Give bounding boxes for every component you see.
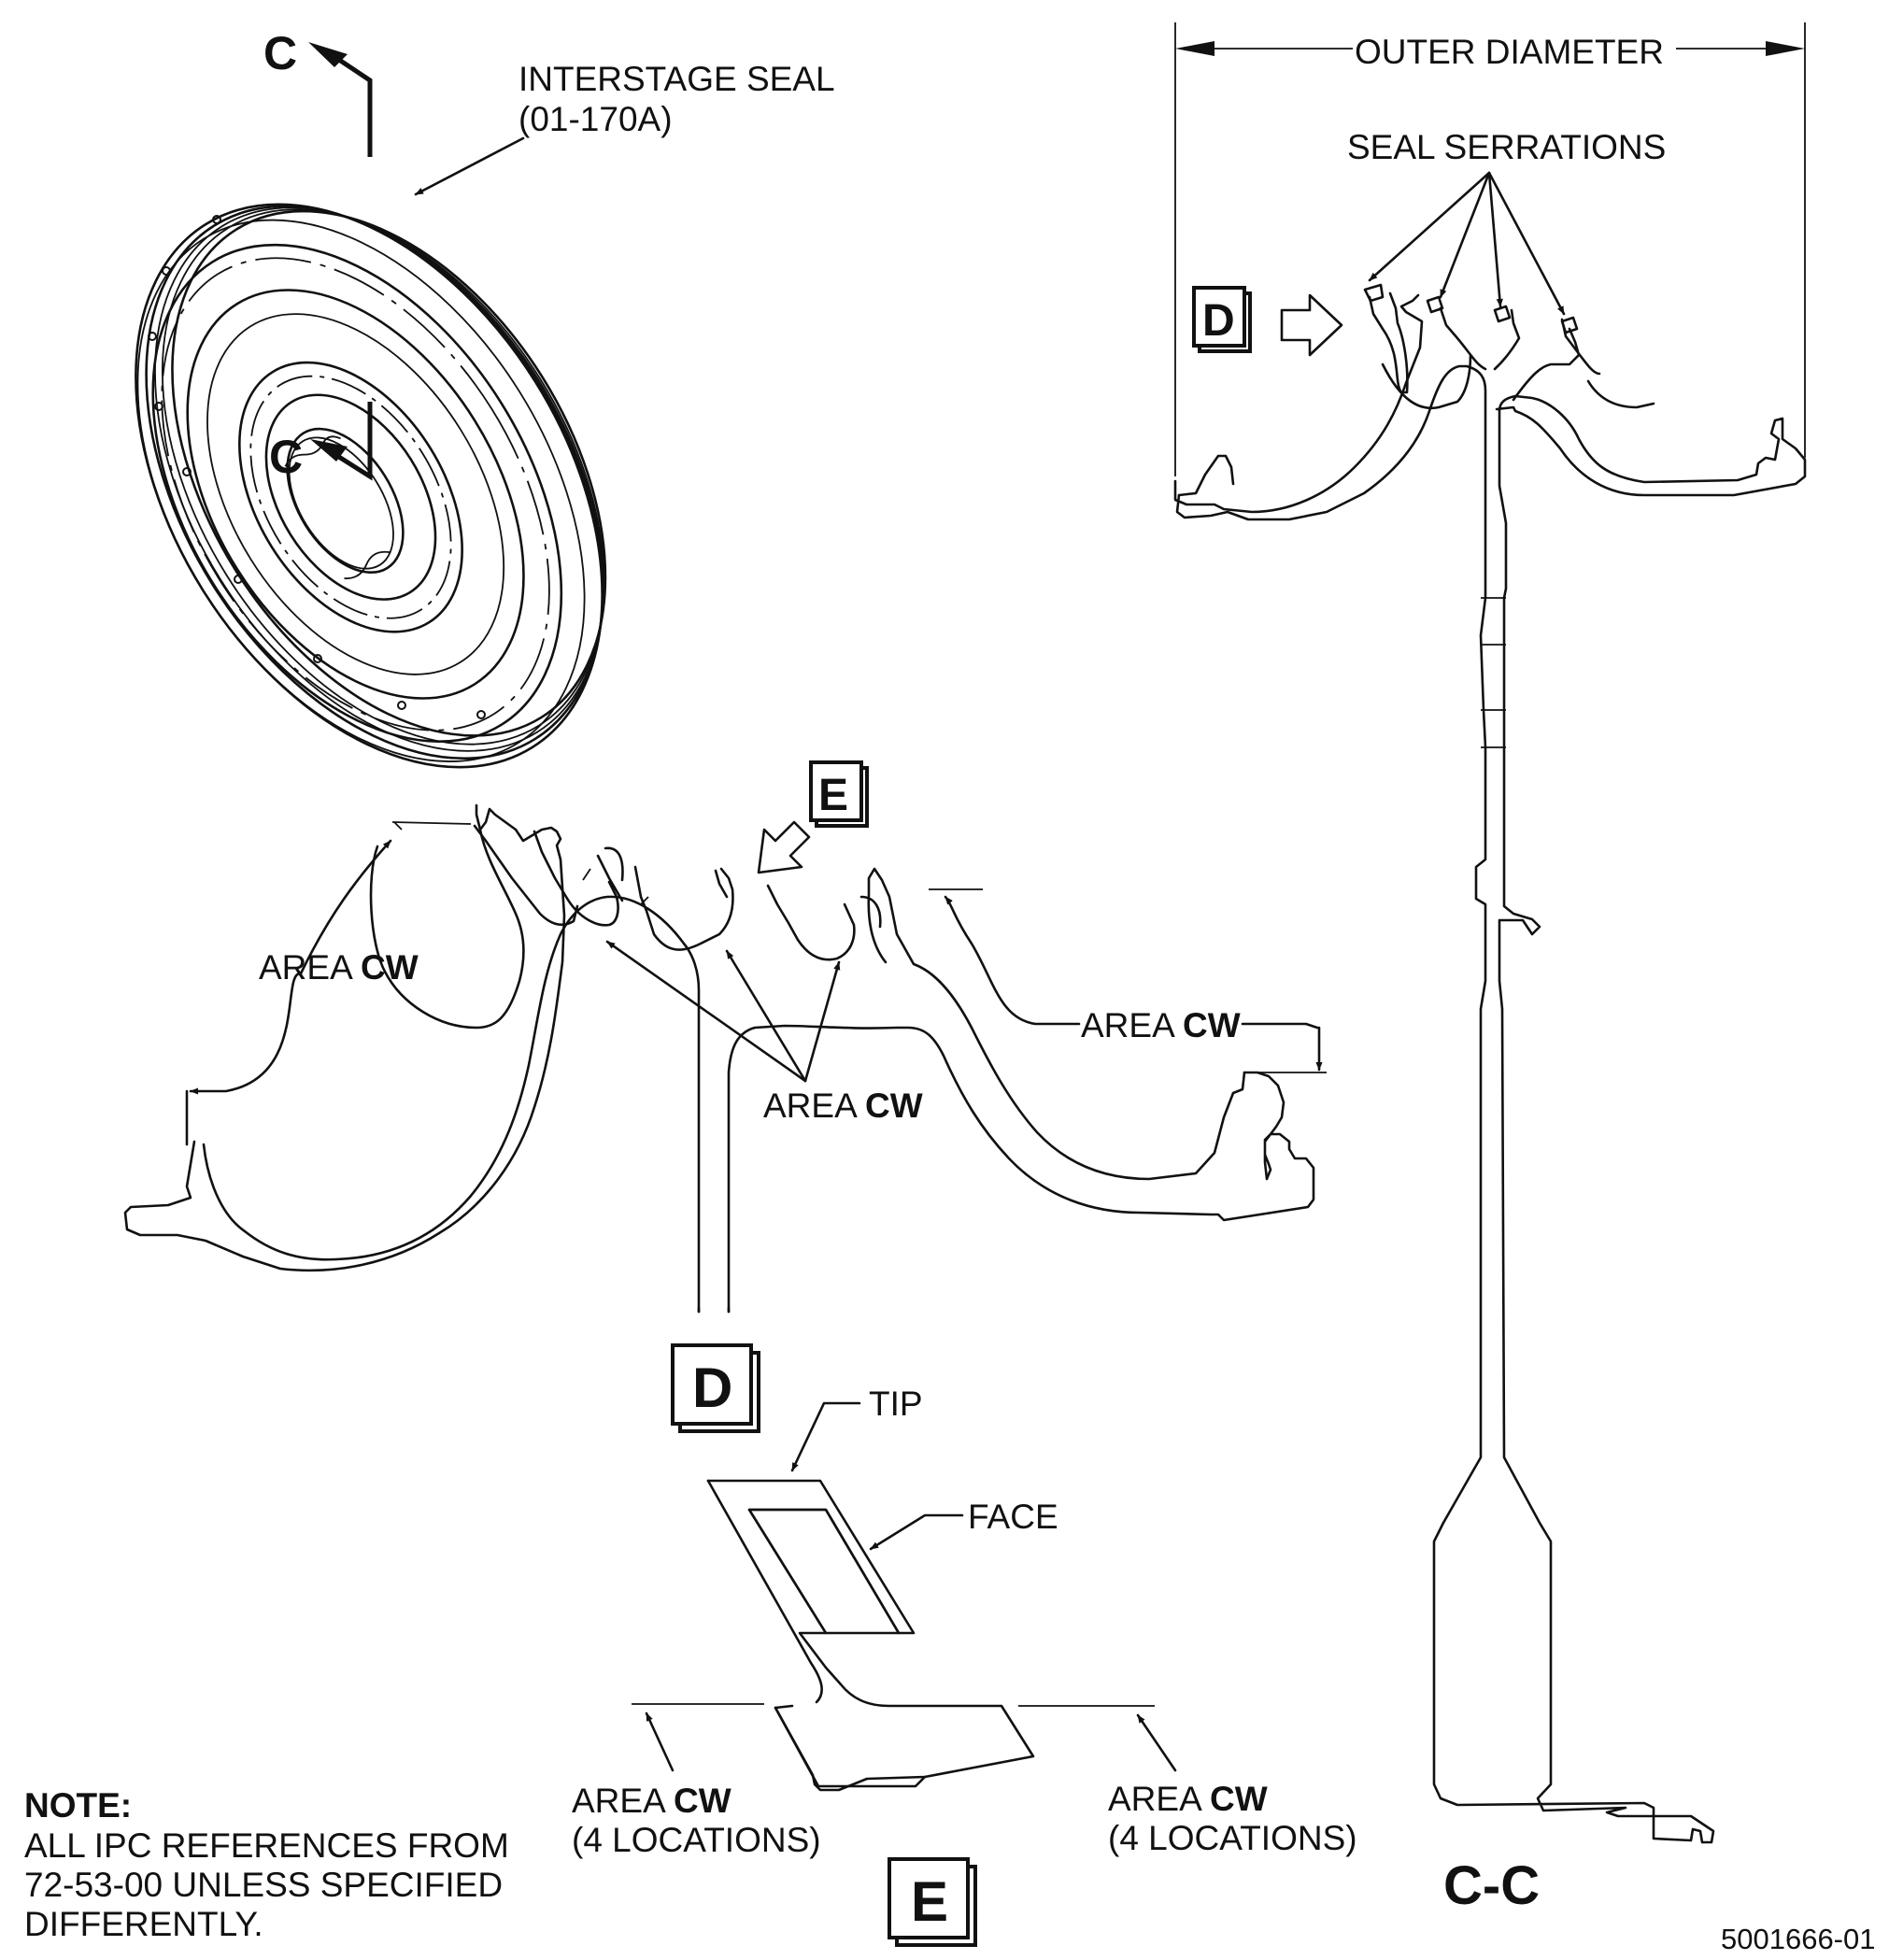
detail-d-callout-box-inner [1192, 286, 1246, 348]
detail-e-profile [706, 1479, 1035, 1792]
outer-diameter-label: OUTER DIAMETER [1355, 33, 1664, 71]
seal-serrations-label: SEAL SERRATIONS [1347, 128, 1666, 166]
detail-e-callout-letter: E [818, 771, 848, 820]
tip-label: TIP [869, 1385, 923, 1423]
detail-d-label: D [692, 1356, 732, 1419]
detail-d-view-arrow [1280, 293, 1343, 357]
note-title: NOTE: [24, 1786, 132, 1825]
section-c-c-profile [1173, 22, 1807, 1844]
detail-e-label-box [888, 1857, 970, 1939]
detail-e-label: E [911, 1870, 948, 1933]
outer-diameter-label-bg [1353, 32, 1672, 69]
area-label-d-center: AREA CW [763, 1087, 923, 1125]
detail-d-callout-letter: D [1202, 296, 1235, 346]
note-line-1: ALL IPC REFERENCES FROM [24, 1826, 509, 1865]
detail-e-leaders [632, 1401, 1177, 1772]
seal-serrations-leaders [1368, 171, 1566, 316]
interstage-seal-ref: (01-170A) [518, 100, 673, 138]
area-label-e-right: AREA CW [1108, 1780, 1268, 1818]
interstage-seal-disc [135, 203, 607, 769]
section-title-c-c: C-C [1443, 1855, 1540, 1916]
area-label-e-left: AREA CW [572, 1782, 731, 1820]
interstage-seal-leader [414, 136, 525, 196]
face-label: FACE [968, 1498, 1058, 1536]
detail-e-view-arrow [757, 820, 811, 874]
note-line-3: DIFFERENTLY. [24, 1905, 263, 1943]
interstage-seal-label: INTERSTAGE SEAL [518, 60, 835, 98]
section-cut-line-c [308, 42, 373, 481]
detail-d-area-leaders [185, 821, 1327, 1146]
note-line-2: 72-53-00 UNLESS SPECIFIED [24, 1866, 503, 1904]
detail-d-profile [123, 803, 1315, 1314]
area-label-e-right-locations: (4 LOCATIONS) [1108, 1819, 1357, 1857]
area-label-d-right: AREA CW [1081, 1006, 1241, 1044]
area-label-e-left-locations: (4 LOCATIONS) [572, 1821, 821, 1859]
section-mark-c-bottom: C [269, 431, 303, 483]
area-label-d-left: AREA CW [259, 948, 419, 987]
figure-id: 5001666-01 [1721, 1923, 1876, 1955]
detail-d-label-box [671, 1343, 753, 1426]
detail-e-callout-box-inner [809, 760, 863, 822]
section-mark-c-top: C [263, 27, 297, 79]
